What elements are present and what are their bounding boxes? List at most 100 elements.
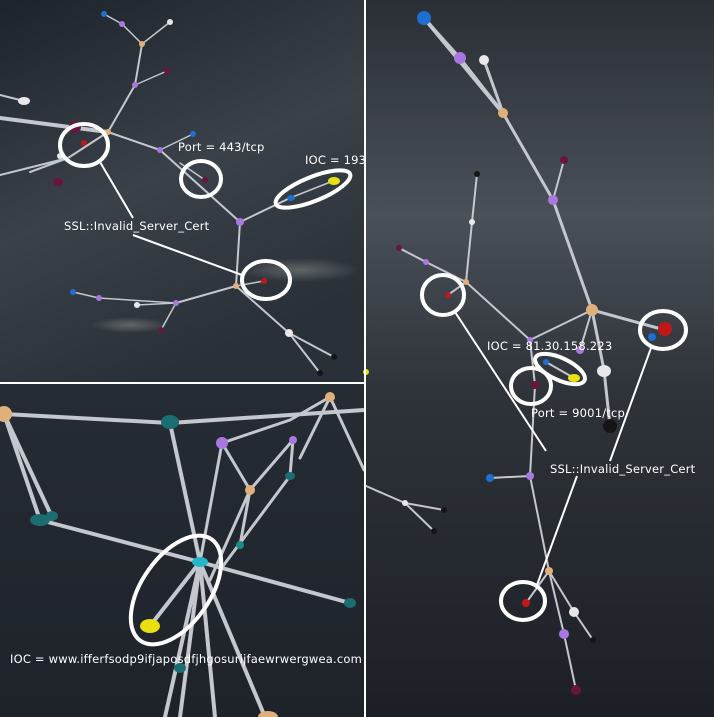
graph-node bbox=[132, 82, 138, 88]
graph-nodes bbox=[0, 392, 356, 717]
graph-edge bbox=[465, 281, 531, 341]
graph-node bbox=[174, 663, 186, 673]
graph-node bbox=[658, 322, 672, 336]
graph-node bbox=[531, 381, 539, 389]
graph-node bbox=[479, 55, 489, 65]
annotations bbox=[128, 533, 224, 647]
panel-background bbox=[0, 384, 364, 717]
graph-node bbox=[548, 195, 558, 205]
graph-edge bbox=[289, 180, 334, 199]
graph-node bbox=[402, 500, 408, 506]
highlight-circle bbox=[58, 122, 110, 168]
highlight-circle bbox=[128, 533, 224, 647]
graph-node bbox=[328, 177, 340, 185]
graph-node bbox=[164, 68, 170, 74]
graph-edge bbox=[72, 291, 100, 299]
highlight-circle bbox=[638, 309, 688, 351]
graph-node bbox=[139, 41, 145, 47]
graph-edge bbox=[103, 13, 123, 25]
graph-node bbox=[233, 283, 239, 289]
annotations bbox=[420, 273, 688, 622]
graph-edge bbox=[198, 560, 217, 717]
graph-edge bbox=[121, 23, 143, 45]
graph-node bbox=[469, 219, 475, 225]
callout-line bbox=[99, 161, 134, 219]
graph-node bbox=[474, 171, 480, 177]
graph-node bbox=[285, 329, 293, 337]
graph-node bbox=[559, 629, 569, 639]
graph-edge bbox=[198, 560, 352, 605]
graph-node bbox=[245, 485, 255, 495]
graph-edge bbox=[168, 408, 366, 425]
graph-node bbox=[70, 289, 76, 295]
graph-edge bbox=[590, 308, 667, 332]
graph-edge bbox=[0, 157, 69, 176]
graph-edge bbox=[163, 560, 202, 717]
graph-edge bbox=[208, 488, 252, 582]
highlight-circle bbox=[533, 351, 587, 387]
graph-node bbox=[590, 637, 596, 643]
graph-edge bbox=[482, 58, 505, 115]
graph-node bbox=[236, 541, 244, 549]
graph-node bbox=[569, 607, 579, 617]
graph-edge bbox=[220, 441, 252, 492]
graph-edge bbox=[288, 395, 332, 422]
graph-node bbox=[202, 177, 208, 183]
panel-background bbox=[366, 0, 714, 717]
graph-node bbox=[526, 472, 534, 480]
graph-edge bbox=[545, 361, 575, 379]
graph-edge bbox=[136, 302, 177, 306]
graph-node bbox=[216, 437, 228, 449]
graph-edge bbox=[179, 162, 206, 181]
graph-edge bbox=[235, 280, 265, 287]
graph-edge bbox=[579, 309, 593, 351]
graph-node bbox=[597, 365, 611, 377]
graph-node bbox=[576, 346, 584, 354]
graph-edge bbox=[38, 518, 202, 564]
graph-node bbox=[158, 327, 164, 333]
graph-node bbox=[498, 108, 508, 118]
graph-edge bbox=[548, 570, 565, 635]
graph-edge bbox=[134, 43, 143, 86]
graph-edge bbox=[471, 173, 478, 223]
graph-edge bbox=[2, 412, 42, 522]
graph-edge bbox=[529, 475, 550, 572]
panel-background bbox=[0, 0, 364, 382]
graph-edge bbox=[458, 56, 505, 115]
graph-edge bbox=[328, 395, 366, 472]
graph-nodes bbox=[363, 11, 672, 695]
graph-node bbox=[190, 131, 196, 137]
graph-node bbox=[431, 528, 437, 534]
graph-node bbox=[18, 97, 30, 105]
graph-node bbox=[603, 419, 617, 433]
graph-edges bbox=[0, 13, 335, 374]
graph-edge bbox=[141, 21, 171, 45]
graph-node bbox=[486, 474, 494, 482]
graph-node bbox=[46, 511, 58, 521]
graph-node bbox=[101, 11, 107, 17]
graph-edge bbox=[198, 441, 224, 564]
graph-edge bbox=[235, 221, 241, 287]
graph-node bbox=[331, 354, 337, 360]
graph-edge bbox=[529, 309, 593, 341]
graph-edge bbox=[0, 116, 110, 134]
graph-edge bbox=[552, 159, 565, 201]
graph-node bbox=[96, 295, 102, 301]
graph-node bbox=[527, 337, 533, 343]
callout-line bbox=[132, 234, 243, 276]
graph-node bbox=[157, 147, 163, 153]
graph-node bbox=[454, 52, 466, 64]
graph-edge bbox=[238, 488, 252, 547]
graph-edge bbox=[134, 70, 168, 86]
graph-edge bbox=[465, 221, 473, 283]
graph-node bbox=[258, 711, 278, 717]
graph-edge bbox=[288, 332, 321, 374]
graph-node bbox=[417, 11, 431, 25]
highlight-circle bbox=[509, 366, 553, 406]
graph-node bbox=[236, 218, 244, 226]
graph-node bbox=[441, 507, 447, 513]
panel-glow bbox=[90, 317, 170, 333]
graph-node bbox=[423, 259, 429, 265]
graph-node bbox=[568, 374, 580, 382]
